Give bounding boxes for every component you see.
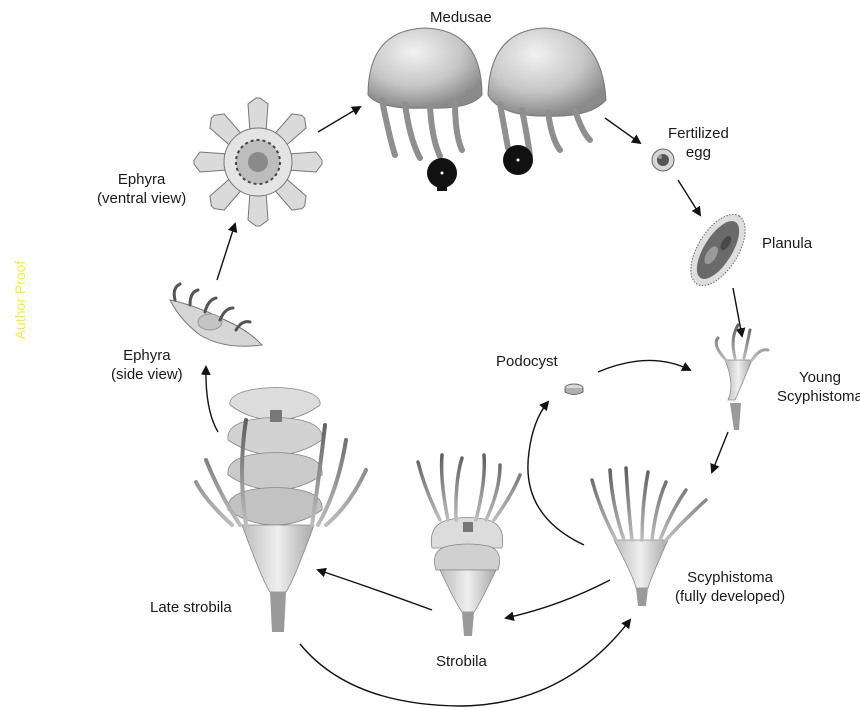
label-ephyra-ventral: Ephyra (ventral view) [97,170,186,208]
arrow-young-to-scyphistoma [712,432,728,472]
arrow-scyphistoma-to-strobila [506,580,610,618]
ephyra-side-icon [170,284,262,346]
medusa-icon [488,28,606,175]
label-podocyst: Podocyst [496,352,558,371]
label-planula: Planula [762,234,812,253]
label-strobila: Strobila [436,652,487,671]
arrow-medusae-to-egg [605,118,640,143]
ephyra-ventral-icon [194,98,322,226]
late-strobila-icon [196,388,366,633]
strobila-icon [418,455,520,636]
label-fertilized-egg: Fertilized egg [668,124,729,162]
label-scyphistoma-full: Scyphistoma (fully developed) [675,568,785,606]
young-scyphistoma-icon [716,325,768,430]
arrow-egg-to-planula [678,180,700,215]
arrow-podocyst-to-young [598,360,690,372]
arrow-late-to-ephyra-side [206,367,218,432]
arrow-ephyra-to-medusae [318,107,360,132]
label-late-strobila: Late strobila [150,598,232,617]
label-ephyra-side: Ephyra (side view) [111,346,183,384]
arrow-ephyra-side-to-ventral [217,224,235,280]
arrow-scyphistoma-to-podocyst [528,402,584,545]
arrow-strobila-to-late [318,570,432,610]
label-medusae: Medusae [430,8,492,27]
planula-icon [680,205,756,294]
medusa-icon [368,28,482,191]
label-young-scyphistoma: Young Scyphistoma [777,368,860,406]
podocyst-icon [565,384,583,395]
